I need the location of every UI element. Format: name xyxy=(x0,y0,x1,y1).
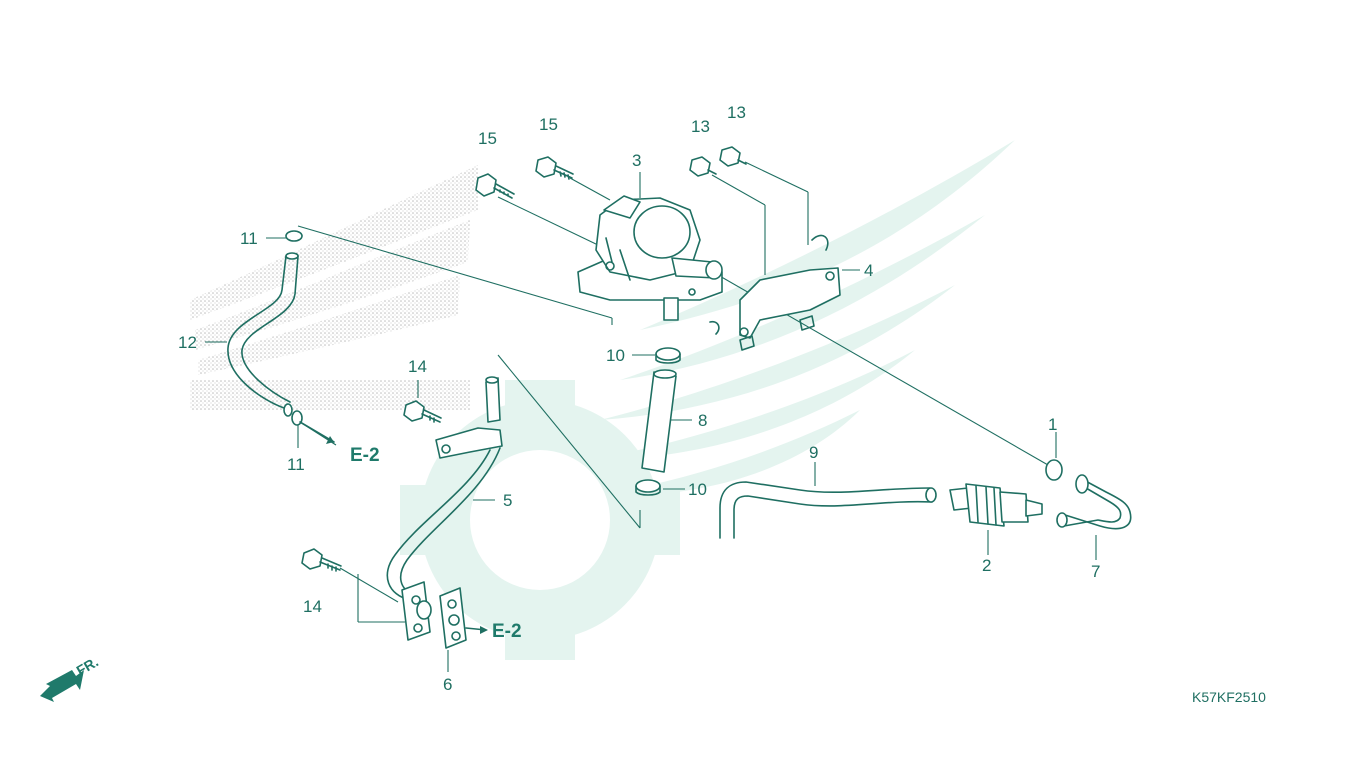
callout-8: 8 xyxy=(698,411,707,430)
bracket-4[interactable] xyxy=(709,234,841,351)
stipple-wing-logo xyxy=(190,165,478,410)
clamp-10-lower[interactable] xyxy=(635,479,661,496)
callout-15a: 15 xyxy=(478,129,497,148)
hose-8[interactable] xyxy=(641,369,677,473)
bolt-14-upper[interactable] xyxy=(403,400,442,423)
callout-2: 2 xyxy=(982,556,991,575)
reference-label-e2-upper: E-2 xyxy=(350,445,380,466)
callout-14b: 14 xyxy=(303,597,322,616)
leader-lines xyxy=(205,161,1097,672)
callout-11a: 11 xyxy=(240,229,258,248)
bolt-14-lower[interactable] xyxy=(301,548,342,572)
callout-10b: 10 xyxy=(688,480,707,499)
hose-7[interactable] xyxy=(1056,474,1132,530)
callout-7: 7 xyxy=(1091,562,1100,581)
bolt-15-left[interactable] xyxy=(475,173,515,199)
clip-11-top[interactable] xyxy=(285,230,303,242)
watermark-wing xyxy=(400,140,1015,660)
nut-13-left[interactable] xyxy=(689,156,717,177)
callout-13a: 13 xyxy=(691,117,710,136)
reference-label-e2-lower: E-2 xyxy=(492,621,522,642)
callout-11b: 11 xyxy=(287,455,305,474)
callout-6: 6 xyxy=(443,675,452,694)
pipe-5[interactable] xyxy=(386,376,503,601)
flange-6[interactable] xyxy=(401,581,467,649)
hose-9[interactable] xyxy=(719,481,937,539)
air-injection-valve-3[interactable] xyxy=(577,195,723,321)
front-arrow-icon: FR. xyxy=(40,653,101,702)
callout-1: 1 xyxy=(1048,415,1057,434)
callout-15b: 15 xyxy=(539,115,558,134)
nut-13-right[interactable] xyxy=(719,146,747,167)
callout-14a: 14 xyxy=(408,357,427,376)
callout-9: 9 xyxy=(809,443,818,462)
check-valve-2[interactable] xyxy=(949,483,1043,527)
hose-12[interactable] xyxy=(227,252,299,417)
reference-e2-lower[interactable]: E-2 xyxy=(465,621,522,642)
callout-10a: 10 xyxy=(606,346,625,365)
callout-labels: 1 2 3 4 5 6 7 8 9 10 10 11 11 12 13 13 1… xyxy=(178,103,1100,694)
bolt-15-right[interactable] xyxy=(535,156,574,180)
callout-3: 3 xyxy=(632,151,641,170)
clip-1[interactable] xyxy=(1045,459,1063,481)
diagram-code: K57KF2510 xyxy=(1192,689,1266,705)
callout-12: 12 xyxy=(178,333,197,352)
callout-4: 4 xyxy=(864,261,873,280)
clamp-10-upper[interactable] xyxy=(655,347,681,364)
callout-13b: 13 xyxy=(727,103,746,122)
callout-5: 5 xyxy=(503,491,512,510)
reference-e2-upper[interactable]: E-2 xyxy=(299,421,380,466)
